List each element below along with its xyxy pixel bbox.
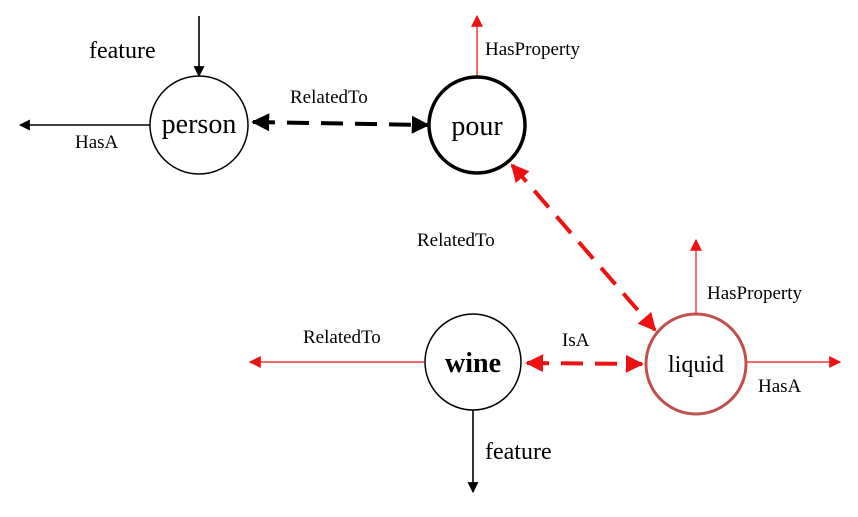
node-label-wine: wine: [445, 348, 501, 379]
edge-pour-liquid-relatedto: RelatedTo: [417, 163, 657, 332]
edge-label-liquid-hasproperty: HasProperty: [707, 283, 802, 304]
edge-person-hasa: HasA: [18, 119, 150, 153]
edge-wine-feature: feature: [467, 410, 552, 494]
node-liquid: liquid: [644, 312, 748, 416]
edge-person-feature: feature: [89, 16, 205, 78]
node-label-liquid: liquid: [668, 352, 724, 378]
edge-label-person-feature: feature: [89, 38, 156, 64]
edge-pour-hasproperty: HasProperty: [471, 14, 580, 80]
edge-person-pour-relatedto: RelatedTo: [251, 87, 430, 134]
edge-label-liquid-hasa: HasA: [758, 376, 802, 397]
edge-label-person-pour-relatedto: RelatedTo: [290, 87, 368, 108]
node-person: person: [149, 75, 249, 175]
edge-label-person-hasa: HasA: [75, 132, 119, 153]
edge-liquid-hasproperty: HasProperty: [690, 238, 802, 318]
edge-wine-liquid-isa: IsA: [525, 330, 644, 373]
node-wine: wine: [424, 313, 522, 411]
edge-label-wine-liquid-isa: IsA: [562, 330, 590, 351]
edge-label-pour-hasproperty: HasProperty: [485, 39, 580, 60]
node-label-person: person: [162, 109, 237, 140]
edge-wine-relatedto: RelatedTo: [248, 327, 424, 368]
node-pour: pour: [427, 75, 527, 175]
edge-label-wine-feature: feature: [485, 439, 552, 465]
edge-label-wine-relatedto: RelatedTo: [303, 327, 381, 348]
edge-label-pour-liquid-relatedto: RelatedTo: [417, 230, 495, 251]
edge-liquid-hasa: HasA: [746, 356, 842, 397]
node-label-pour: pour: [451, 111, 503, 142]
